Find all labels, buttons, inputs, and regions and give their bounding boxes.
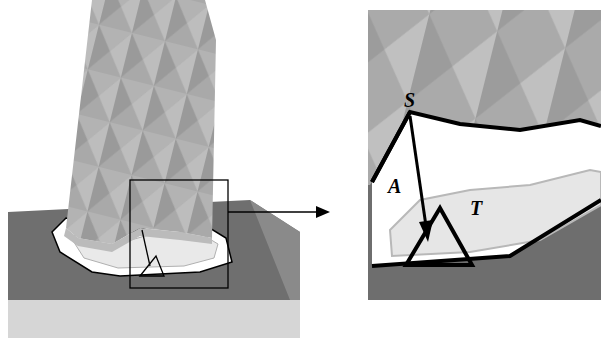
triangle-label: T [470,198,482,218]
tilted-cylinder [64,0,216,252]
vector-label: A [388,176,401,196]
zoom-arrow [228,206,330,218]
zoom-box [130,180,228,288]
small-marker [140,230,164,276]
zoom-inset [368,10,601,300]
point-label: S [404,90,415,110]
